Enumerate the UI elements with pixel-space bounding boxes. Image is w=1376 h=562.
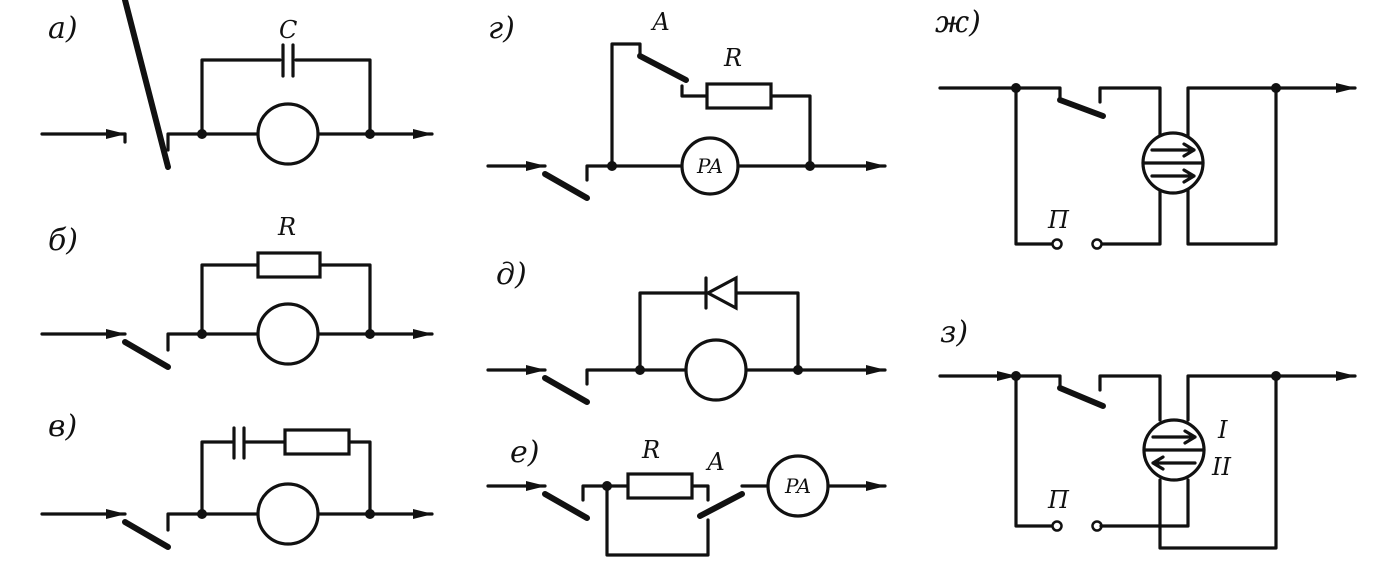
switch-blade — [122, 339, 171, 370]
label-one: I — [1217, 416, 1228, 444]
open-contact-right — [1091, 238, 1103, 250]
junction-dot — [197, 329, 207, 339]
resistor — [283, 428, 351, 456]
load-circle — [256, 102, 320, 166]
ammeter-label: PA — [696, 154, 723, 178]
load-circle — [256, 482, 320, 546]
circuit-e: е) R А PA — [486, 435, 887, 557]
label-e: е) — [510, 435, 539, 470]
switch-blade — [542, 171, 590, 201]
open-contact-left — [1051, 520, 1063, 532]
main-wire — [166, 132, 260, 152]
ammeter-label: PA — [784, 474, 811, 498]
capacitor-label-c: C — [279, 16, 297, 44]
junction-dot — [1271, 83, 1281, 93]
resistor — [256, 251, 322, 279]
contact-label-p: П — [1047, 206, 1070, 234]
switch-blade — [542, 375, 590, 405]
junction-dot — [365, 509, 375, 519]
label-g: г) — [488, 11, 515, 46]
label-z: з) — [940, 315, 968, 350]
label-b: б) — [48, 223, 78, 258]
diode-triangle — [704, 275, 738, 311]
contact-label-a: А — [705, 448, 725, 476]
contact-label-p: П — [1047, 486, 1070, 514]
circuit-d: д) — [486, 257, 887, 405]
contact-a-blade — [637, 53, 689, 83]
switch-blade — [122, 0, 171, 170]
arrow-right-icon — [1150, 168, 1196, 184]
switch-blade — [1057, 97, 1106, 119]
resistor-label-r: R — [277, 213, 296, 241]
label-d: д) — [496, 257, 527, 292]
switch-blade — [1057, 385, 1106, 409]
resistor — [705, 82, 773, 110]
open-contact-left — [1051, 238, 1063, 250]
circuit-a: а) C — [40, 0, 434, 170]
junction-dot — [805, 161, 815, 171]
junction-dot — [607, 161, 617, 171]
arrow-right-icon — [1150, 142, 1196, 158]
bypass-loop — [200, 58, 372, 136]
circuit-g: г) А R PA — [486, 8, 887, 201]
circuit-zh: ж) П — [935, 5, 1357, 250]
circuit-z: з) П I II — [938, 315, 1357, 550]
load-circle — [684, 338, 748, 402]
junction-dot — [602, 481, 612, 491]
junction-dot — [635, 365, 645, 375]
label-v: в) — [48, 409, 77, 444]
circuit-b: б) R — [40, 213, 434, 370]
contact-label-a: А — [650, 8, 670, 36]
load-circle — [256, 302, 320, 366]
circuit-v: в) — [40, 409, 434, 550]
junction-dot — [793, 365, 803, 375]
arrow-left-icon — [1151, 455, 1197, 471]
contact-a-blade — [697, 491, 745, 519]
junction-dot — [197, 509, 207, 519]
junction-dot — [1011, 371, 1021, 381]
label-two: II — [1211, 453, 1231, 481]
resistor-label-r: R — [723, 44, 742, 72]
junction-dot — [197, 129, 207, 139]
label-zh: ж) — [935, 5, 981, 40]
switch-blade — [542, 491, 590, 521]
label-a: а) — [48, 11, 78, 46]
junction-dot — [365, 129, 375, 139]
arrow-right-icon — [1151, 429, 1197, 445]
junction-dot — [1011, 83, 1021, 93]
switch-blade — [122, 519, 171, 550]
junction-dot — [1271, 371, 1281, 381]
junction-dot — [365, 329, 375, 339]
resistor — [626, 472, 694, 500]
resistor-label-r: R — [641, 436, 660, 464]
